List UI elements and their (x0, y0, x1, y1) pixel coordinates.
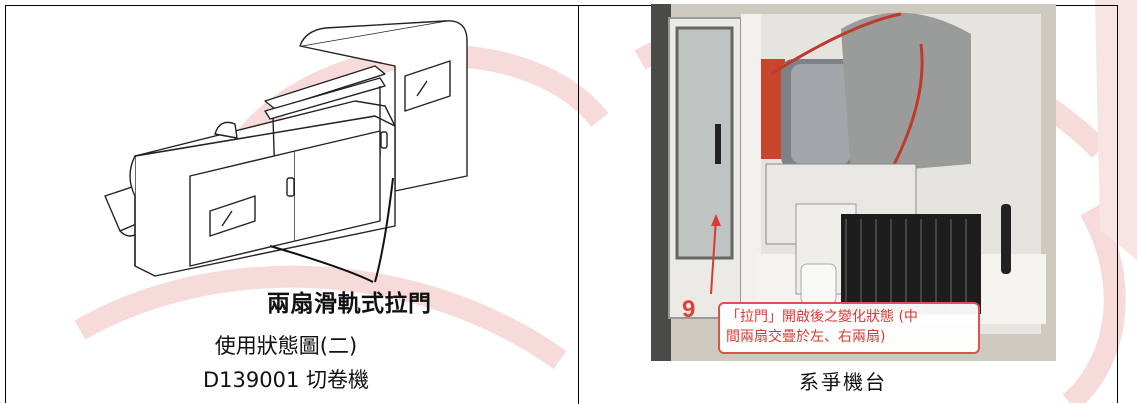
figure-caption-status: 使用狀態圖(二) (214, 334, 358, 358)
annotation-number: 9 (682, 296, 696, 323)
figure-caption-model: D139001 切卷機 (202, 368, 369, 392)
annotation-line-2: 間兩扇交疊於左、右兩扇) (726, 329, 886, 345)
annotation-line-1: 「拉門」開啟後之變化狀態 (中 (726, 309, 918, 325)
door-callout-label: 兩扇滑軌式拉門 (267, 291, 432, 317)
table-divider (578, 6, 579, 404)
photo-caption: 系爭機台 (799, 370, 887, 394)
machine-line-drawing (104, 20, 468, 283)
document-table (5, 5, 1118, 404)
annotation-note: 「拉門」開啟後之變化狀態 (中 間兩扇交疊於左、右兩扇) (718, 302, 980, 354)
machine-photo (651, 4, 1056, 361)
